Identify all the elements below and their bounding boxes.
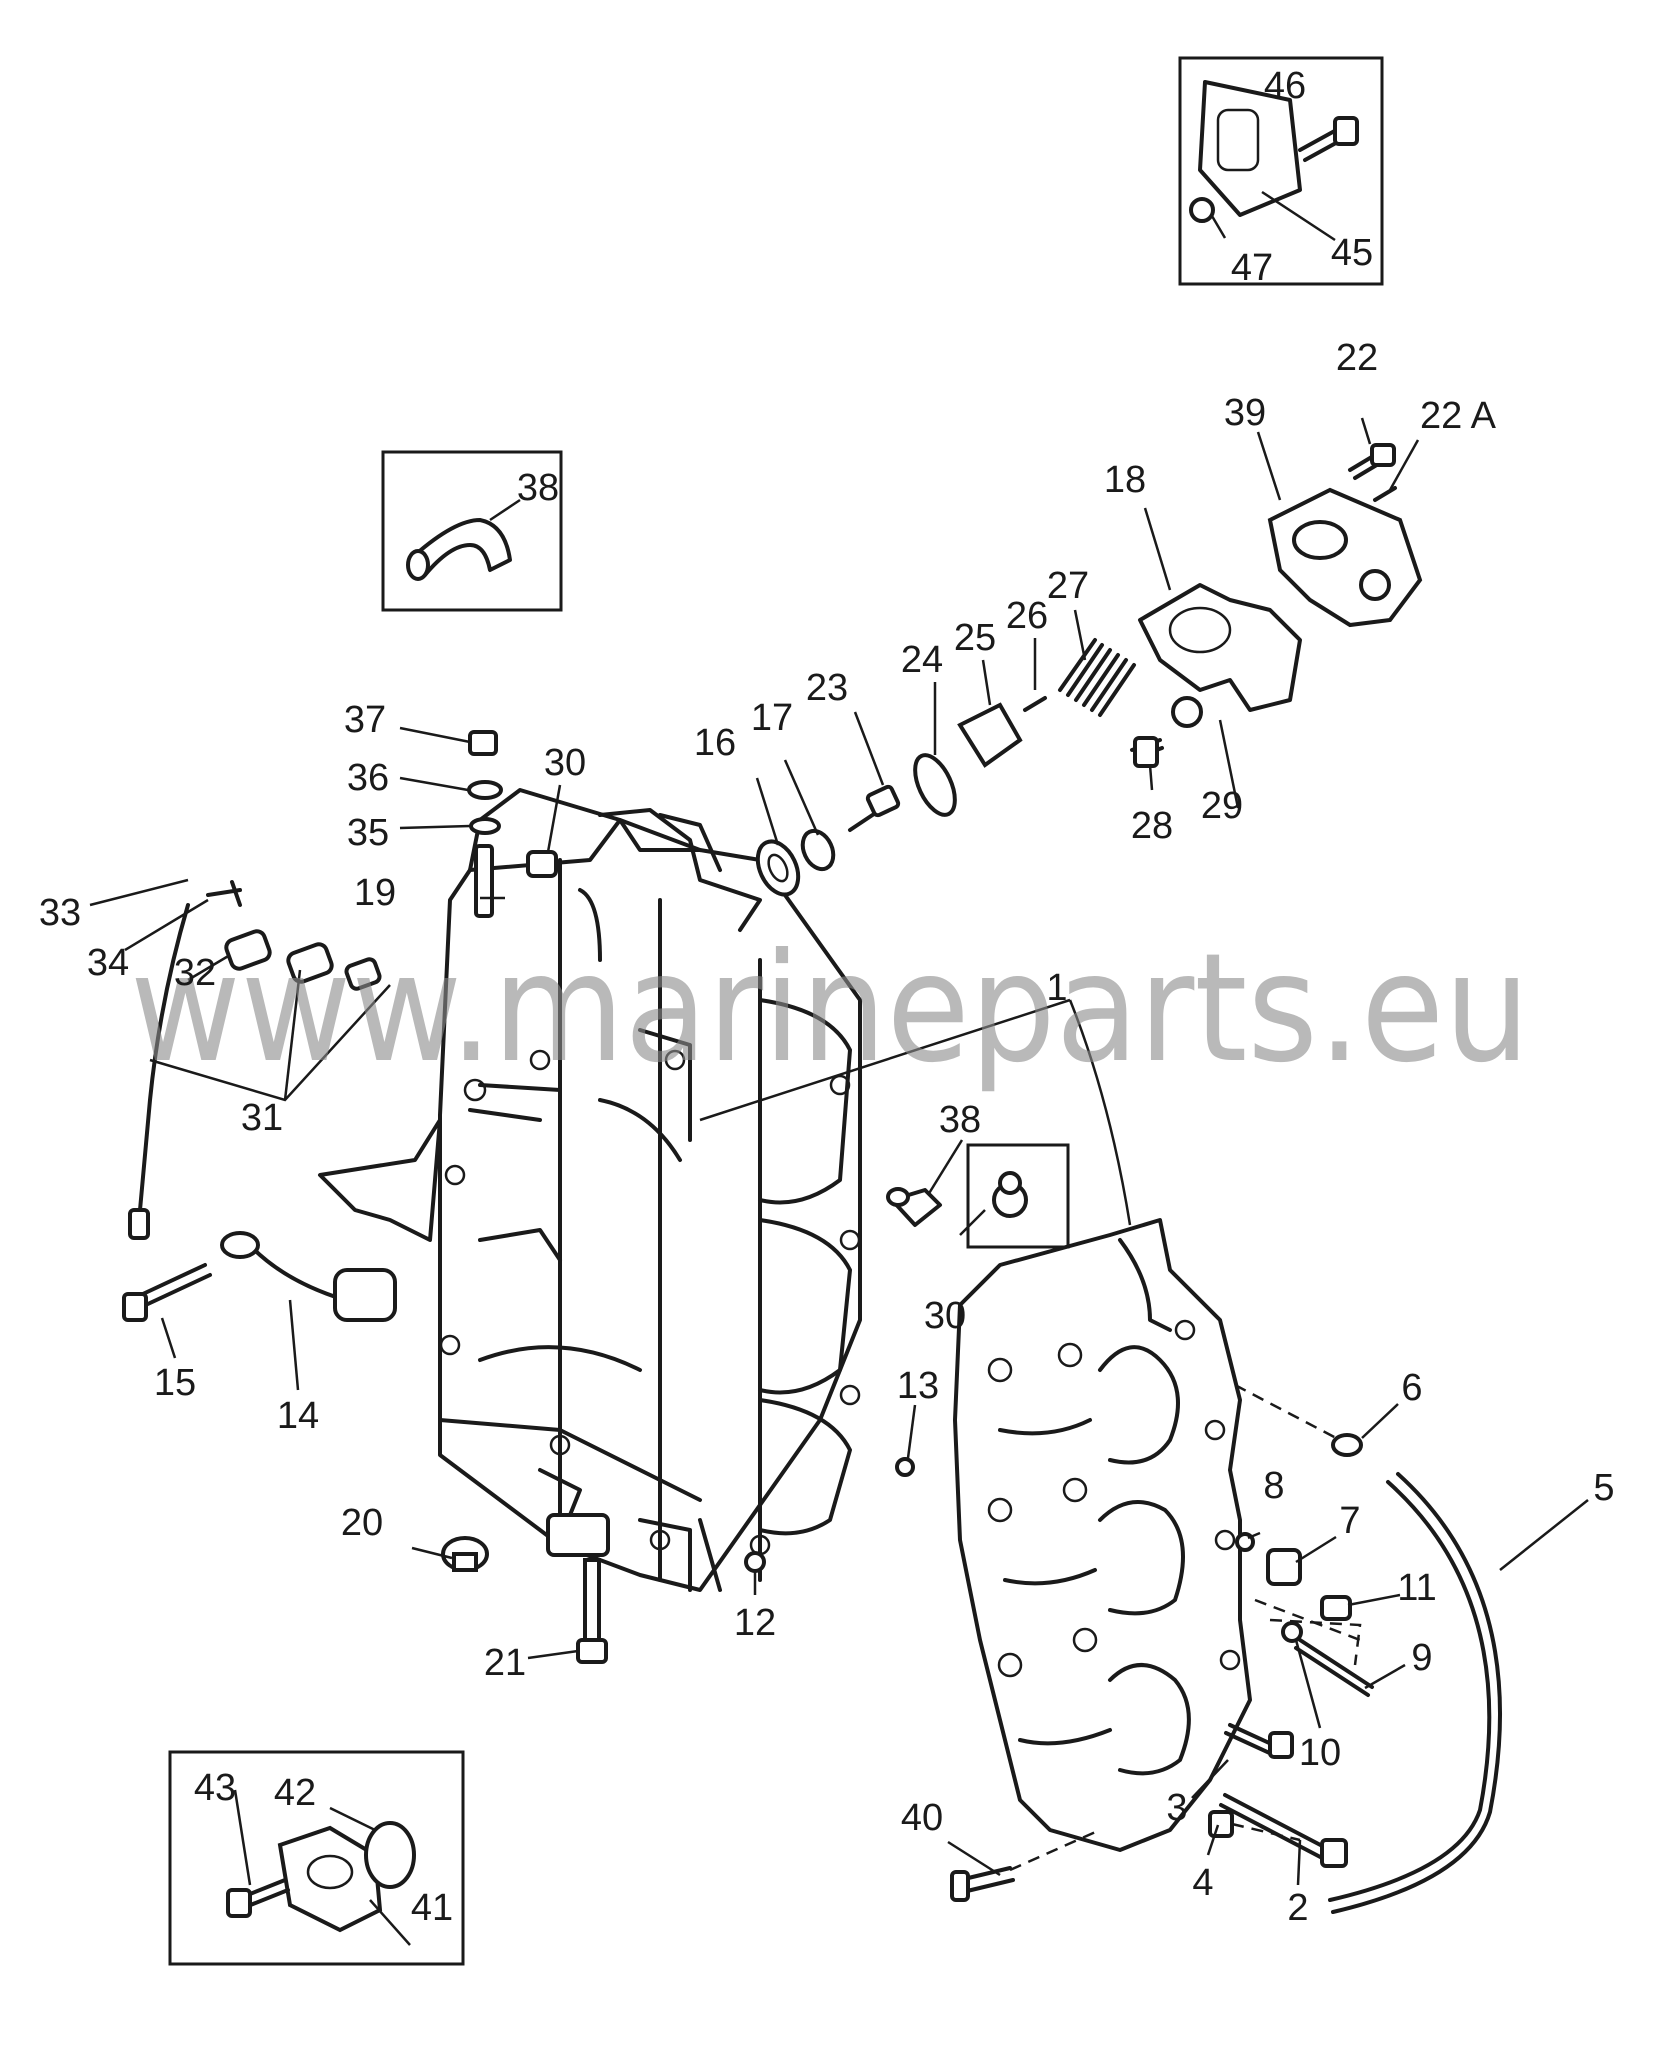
label-45: 45 [1331,232,1373,274]
label-31: 31 [241,1097,283,1139]
label-21: 21 [484,1642,526,1684]
label-3: 3 [1166,1787,1187,1829]
label-17: 17 [751,697,793,739]
cylinder-head [953,1218,1252,1852]
label-14: 14 [277,1395,319,1437]
label-36: 36 [347,757,389,799]
label-40: 40 [901,1797,943,1839]
label-9: 9 [1411,1637,1432,1679]
inset-box-top-right [1178,56,1384,286]
leader-lines [89,417,1589,1886]
label-38-inset: 38 [517,467,559,509]
label-22a: 22 A [1420,395,1497,437]
label-39: 39 [1224,392,1266,434]
label-47: 47 [1231,247,1273,289]
label-10: 10 [1299,1732,1341,1774]
label-27: 27 [1047,565,1089,607]
label-6: 6 [1401,1367,1422,1409]
label-19: 19 [354,872,396,914]
label-7: 7 [1339,1500,1360,1542]
watermark-text: www.marineparts.eu [130,922,1530,1096]
fasteners [122,730,1502,1914]
inset-box-bottom-left [168,1750,465,1966]
label-24: 24 [901,639,943,681]
label-25: 25 [954,617,996,659]
label-20: 20 [341,1502,383,1544]
label-42: 42 [274,1772,316,1814]
label-5: 5 [1593,1467,1614,1509]
inset-box-cap [966,1143,1070,1249]
label-13: 13 [897,1365,939,1407]
label-15: 15 [154,1362,196,1404]
inset-box-elbow [381,450,563,612]
label-41: 41 [411,1887,453,1929]
part-labels: 1 2 3 4 5 6 7 8 9 10 11 12 13 14 15 16 1… [39,65,1615,1929]
label-11: 11 [1397,1567,1436,1609]
label-18: 18 [1104,459,1146,501]
label-30-upper: 30 [544,742,586,784]
crankcase-block [318,788,862,1592]
label-16: 16 [694,722,736,764]
label-23: 23 [806,667,848,709]
label-12: 12 [734,1602,776,1644]
dashed-lines [1009,1383,1362,1872]
label-8: 8 [1263,1465,1284,1507]
label-32: 32 [174,952,216,994]
label-2: 2 [1287,1887,1308,1929]
label-35: 35 [347,812,389,854]
label-38-fitting: 38 [939,1099,981,1141]
label-29: 29 [1201,785,1243,827]
label-37: 37 [344,699,386,741]
label-4: 4 [1192,1862,1213,1904]
label-30-lower: 30 [924,1295,966,1337]
thermostat-parts [755,443,1423,897]
label-43: 43 [194,1767,236,1809]
label-26: 26 [1006,595,1048,637]
label-28: 28 [1131,805,1173,847]
label-33: 33 [39,892,81,934]
label-46: 46 [1264,65,1306,107]
label-22: 22 [1336,337,1378,379]
label-34: 34 [87,942,129,984]
label-1: 1 [1046,967,1067,1009]
